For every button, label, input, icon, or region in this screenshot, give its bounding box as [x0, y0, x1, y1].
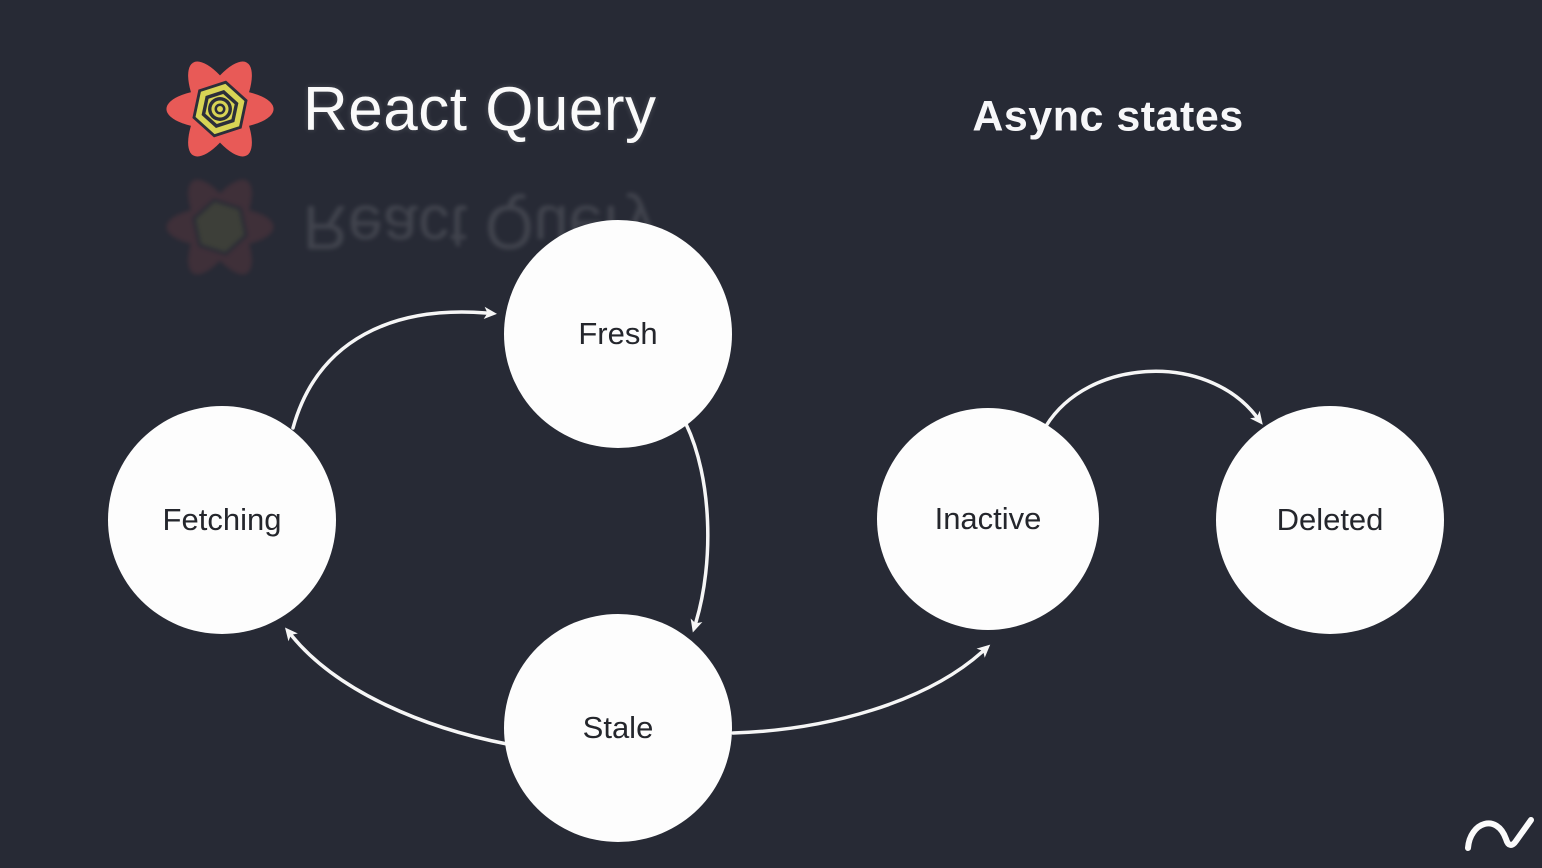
node-fetching-label: Fetching: [163, 502, 282, 537]
node-fresh: Fresh: [504, 220, 732, 448]
node-stale-circle: [504, 614, 732, 842]
edge-fresh-to-stale: [684, 422, 710, 633]
node-fetching-circle: [108, 406, 336, 634]
node-fresh-label: Fresh: [578, 316, 657, 351]
edge-inactive-to-deleted: [1044, 369, 1263, 428]
node-inactive-label: Inactive: [935, 501, 1042, 536]
node-fresh-circle: [504, 220, 732, 448]
edge-stale-to-fetching: [284, 627, 509, 746]
brand-title: React Query: [303, 74, 657, 144]
node-inactive: Inactive: [877, 408, 1099, 630]
node-inactive-circle: [877, 408, 1099, 630]
node-deleted-circle: [1216, 406, 1444, 634]
edge-stale-to-inactive: [731, 644, 991, 735]
node-deleted-label: Deleted: [1277, 502, 1384, 537]
brand: React Query: [163, 50, 657, 168]
page-title: Async states: [972, 92, 1244, 141]
react-query-logo-icon: [166, 61, 274, 157]
node-stale: Stale: [504, 614, 732, 842]
edge-fetching-to-fresh: [291, 306, 497, 430]
node-fetching: Fetching: [108, 406, 336, 634]
node-deleted: Deleted: [1216, 406, 1444, 634]
signature-squiggle-icon: [1465, 817, 1534, 851]
node-stale-label: Stale: [583, 710, 654, 745]
